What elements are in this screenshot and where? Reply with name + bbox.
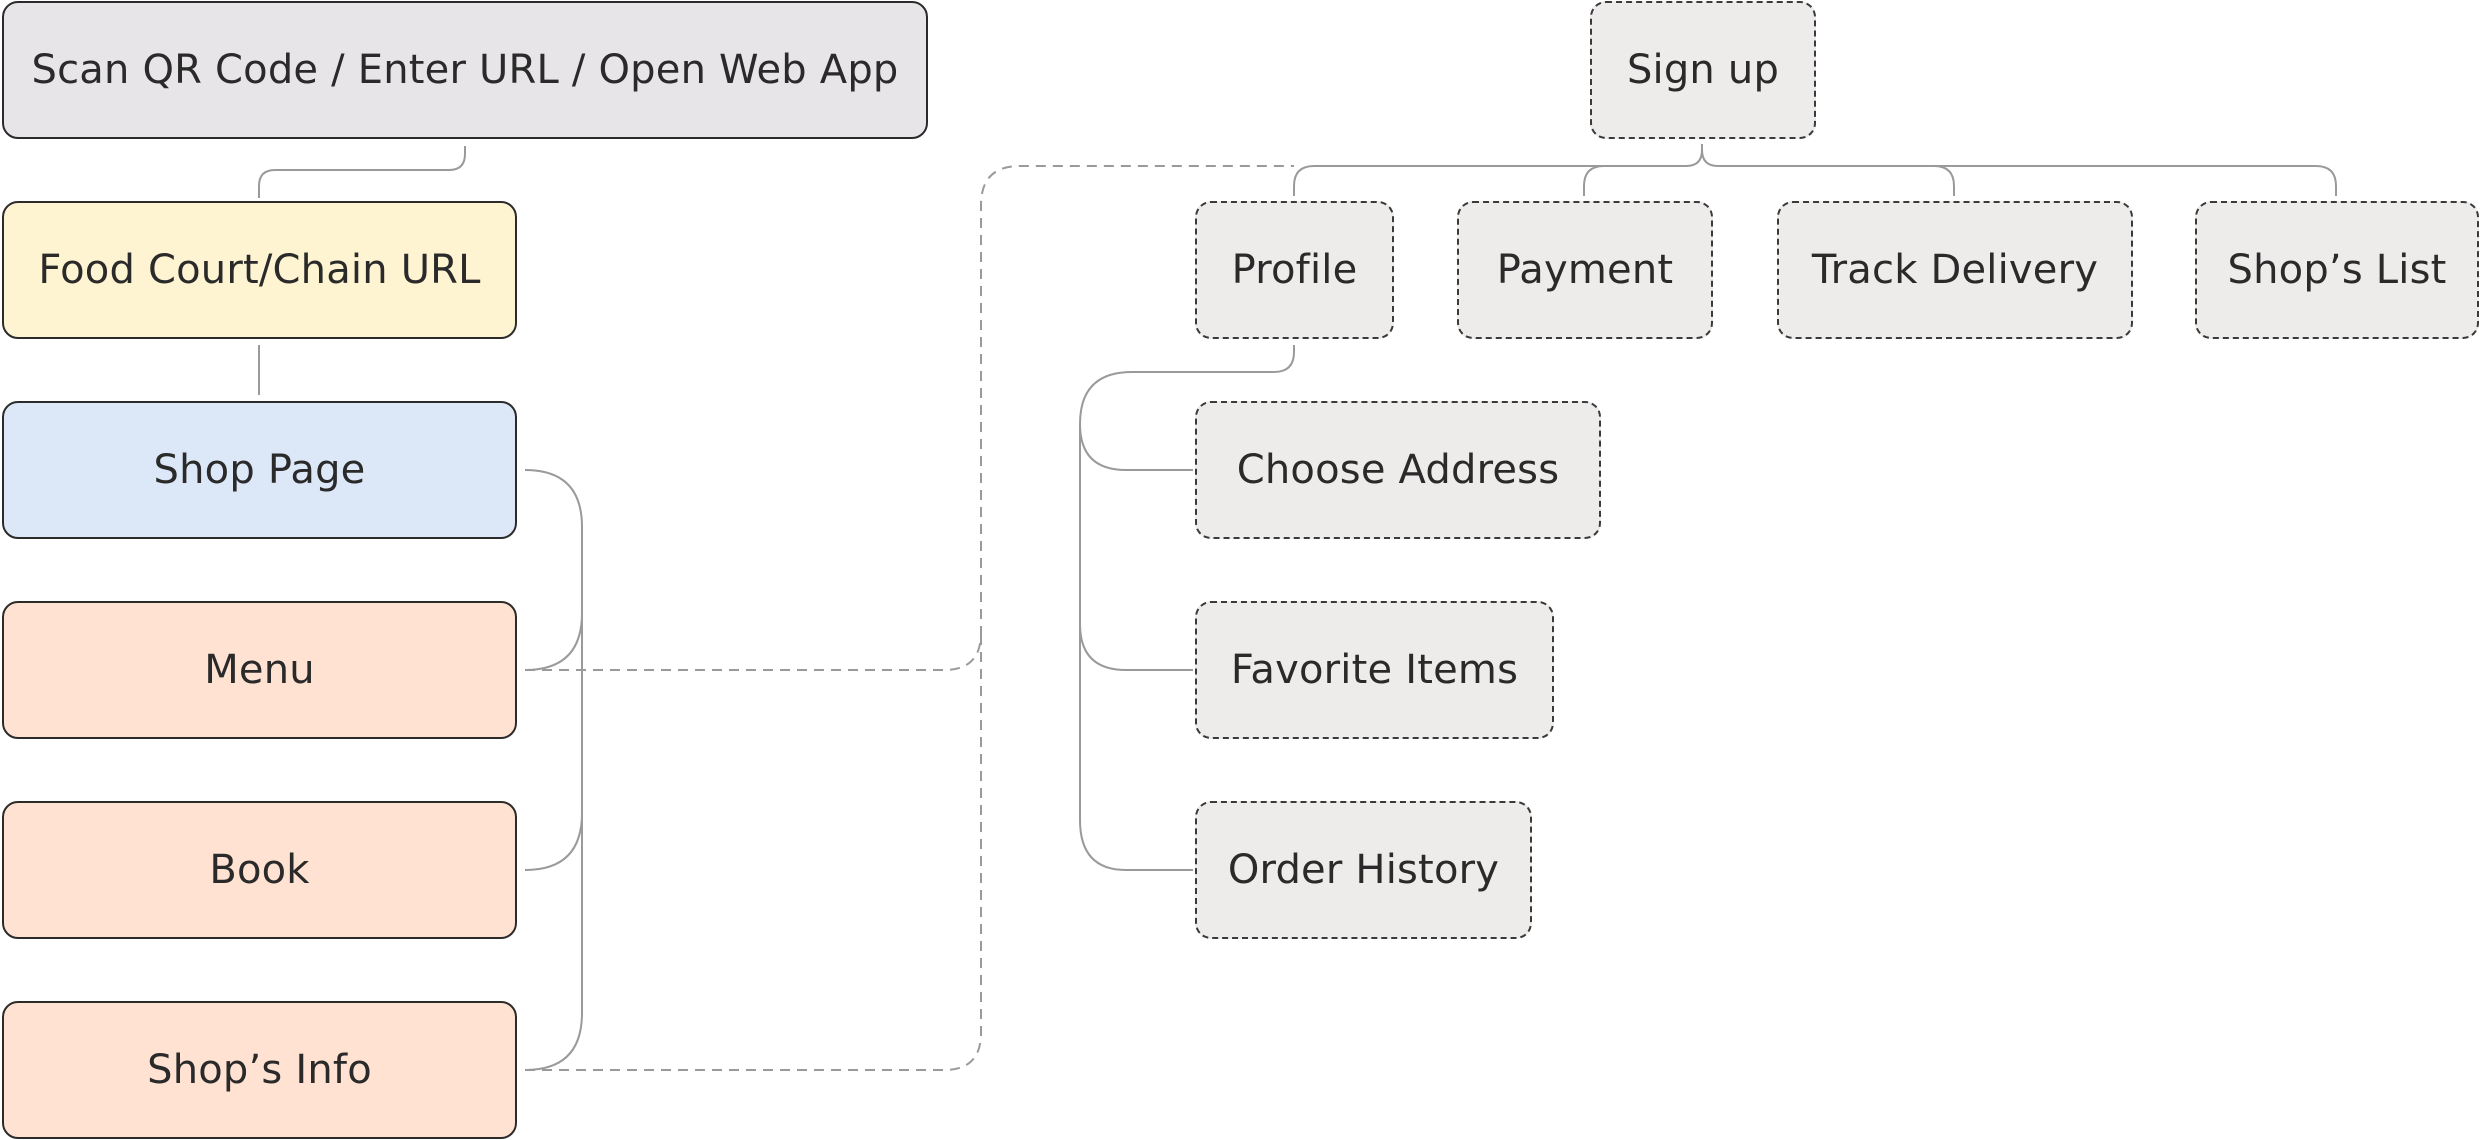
- menu-node[interactable]: Menu: [2, 601, 517, 739]
- shops-list-node-label: Shop’s List: [2227, 247, 2447, 293]
- entry-node-label: Scan QR Code / Enter URL / Open Web App: [31, 47, 899, 93]
- profile-to-order-history: [1079, 819, 1193, 871]
- bracket-shop-page: [524, 469, 583, 528]
- shop-page-node-label: Shop Page: [153, 447, 366, 493]
- signup-to-shops-list: [1934, 165, 2337, 196]
- dashed-menu-to-signup: [525, 165, 1294, 671]
- signup-right-branch: [1701, 149, 1955, 196]
- profile-stem: [1079, 345, 1295, 425]
- profile-to-choose-address: [1079, 423, 1193, 471]
- profile-to-favorite-items: [1079, 623, 1193, 671]
- book-node[interactable]: Book: [2, 801, 517, 939]
- food-court-node[interactable]: Food Court/Chain URL: [2, 201, 517, 339]
- payment-node[interactable]: Payment: [1457, 201, 1713, 339]
- entry-node[interactable]: Scan QR Code / Enter URL / Open Web App: [2, 1, 928, 139]
- profile-node[interactable]: Profile: [1195, 201, 1394, 339]
- shops-info-node[interactable]: Shop’s Info: [2, 1001, 517, 1139]
- choose-address-node-label: Choose Address: [1236, 447, 1560, 493]
- payment-node-label: Payment: [1496, 247, 1674, 293]
- order-history-node-label: Order History: [1227, 847, 1500, 893]
- book-node-label: Book: [209, 847, 310, 893]
- bracket-book: [524, 812, 583, 871]
- sign-up-node[interactable]: Sign up: [1590, 1, 1816, 139]
- signup-stem: [1293, 144, 1703, 196]
- shops-info-node-label: Shop’s Info: [147, 1047, 372, 1093]
- shops-list-node[interactable]: Shop’s List: [2195, 201, 2479, 339]
- track-delivery-node-label: Track Delivery: [1811, 247, 2099, 293]
- connector-entry-food-court: [258, 146, 466, 198]
- track-delivery-node[interactable]: Track Delivery: [1777, 201, 2133, 339]
- choose-address-node[interactable]: Choose Address: [1195, 401, 1601, 539]
- order-history-node[interactable]: Order History: [1195, 801, 1532, 939]
- sign-up-node-label: Sign up: [1626, 47, 1780, 93]
- signup-to-payment: [1583, 165, 1686, 196]
- profile-node-label: Profile: [1231, 247, 1358, 293]
- favorite-items-node[interactable]: Favorite Items: [1195, 601, 1554, 739]
- favorite-items-node-label: Favorite Items: [1230, 647, 1519, 693]
- dashed-shops-info-to-signup: [525, 633, 982, 1071]
- food-court-node-label: Food Court/Chain URL: [38, 247, 481, 293]
- bracket-shops-info: [524, 1012, 583, 1071]
- shop-page-node[interactable]: Shop Page: [2, 401, 517, 539]
- bracket-menu: [524, 612, 583, 671]
- menu-node-label: Menu: [204, 647, 315, 693]
